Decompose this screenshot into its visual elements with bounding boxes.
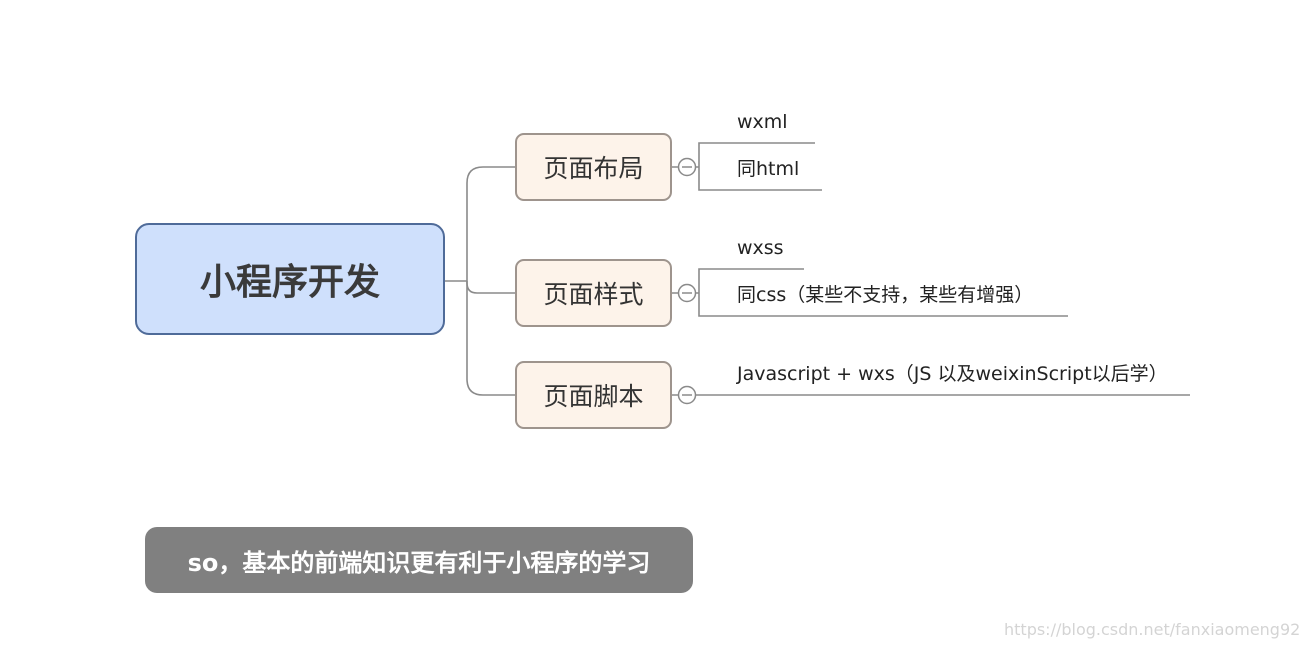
connector-branch-2-leaf-1	[698, 268, 804, 293]
leaf-javascript-wxs[interactable]: Javascript + wxs（JS 以及weixinScript以后学）	[737, 363, 1168, 385]
minus-circle-icon[interactable]	[677, 283, 697, 303]
minus-circle-icon[interactable]	[677, 385, 697, 405]
leaf-same-css[interactable]: 同css（某些不支持，某些有增强）	[737, 284, 1034, 306]
connector-root-branch-1	[466, 166, 515, 281]
connector-branch-2-leaf-2	[698, 293, 1068, 317]
connector-branch-1-leaf-1	[698, 142, 815, 167]
leaf-same-html[interactable]: 同html	[737, 158, 800, 180]
root-node[interactable]: 小程序开发	[135, 223, 445, 335]
minus-circle-icon[interactable]	[677, 157, 697, 177]
branch-node-page-script[interactable]: 页面脚本	[515, 361, 672, 429]
watermark: https://blog.csdn.net/fanxiaomeng92	[1004, 620, 1300, 639]
summary-note: so，基本的前端知识更有利于小程序的学习	[145, 527, 693, 593]
leaf-wxss[interactable]: wxss	[737, 237, 784, 259]
connector-root-branch-3	[466, 281, 515, 396]
branch-node-page-layout[interactable]: 页面布局	[515, 133, 672, 201]
mindmap-connectors	[445, 142, 1190, 405]
connector-branch-1-leaf-2	[698, 167, 822, 191]
leaf-wxml[interactable]: wxml	[737, 111, 788, 133]
branch-node-page-style[interactable]: 页面样式	[515, 259, 672, 327]
connector-root-branch-2	[466, 281, 515, 294]
